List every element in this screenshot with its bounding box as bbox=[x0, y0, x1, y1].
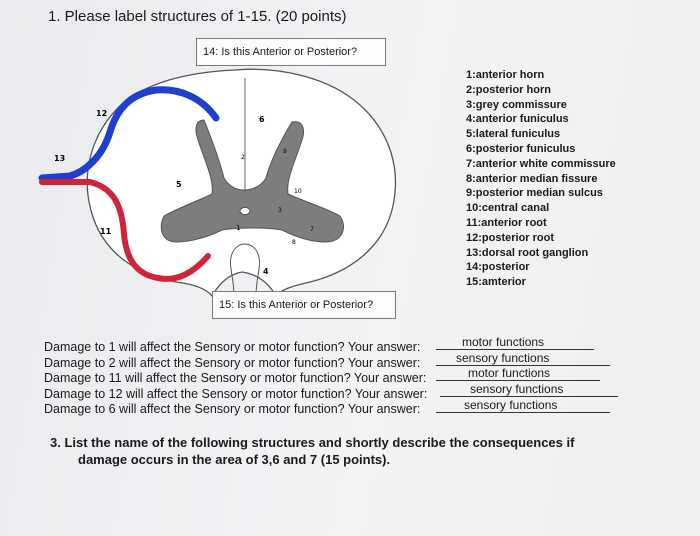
legend-item: 14:posterior bbox=[466, 261, 530, 274]
question-3: 3. List the name of the following struct… bbox=[50, 434, 574, 468]
legend-item: 15:amterior bbox=[466, 276, 526, 289]
question-15-box: 15: Is this Anterior or Posterior? bbox=[212, 291, 396, 319]
label-10: 10 bbox=[294, 188, 302, 195]
answer-underline bbox=[436, 380, 600, 381]
legend-item: 8:anterior median fissure bbox=[466, 172, 598, 185]
label-7: 7 bbox=[310, 226, 314, 233]
grey-matter bbox=[160, 119, 344, 243]
legend-item: 6:posterior funiculus bbox=[466, 142, 576, 155]
answer-underline bbox=[436, 412, 610, 413]
answer-underline bbox=[440, 396, 618, 397]
answer-text: motor functions bbox=[462, 335, 545, 349]
legend-item: 13:dorsal root ganglion bbox=[466, 246, 589, 259]
answer-field[interactable]: sensory functions bbox=[436, 351, 612, 367]
answer-text: sensory functions bbox=[464, 398, 558, 412]
anterior-root bbox=[39, 179, 211, 282]
answer-field[interactable]: sensory functions bbox=[436, 398, 612, 414]
legend-item: 5:lateral funiculus bbox=[466, 128, 561, 141]
question-3-line-1: 3. List the name of the following struct… bbox=[50, 435, 575, 450]
legend-item: 7:anterior white commissure bbox=[466, 157, 616, 170]
legend-item: 10:central canal bbox=[466, 202, 550, 215]
label-13: 13 bbox=[54, 154, 65, 163]
question-line: Damage to 6 will affect the Sensory or m… bbox=[44, 402, 421, 417]
anterior-median-fissure bbox=[229, 243, 261, 297]
answer-text: sensory functions bbox=[470, 382, 564, 396]
question-14-box: 14: Is this Anterior or Posterior? bbox=[196, 38, 386, 66]
label-9: 9 bbox=[283, 148, 287, 155]
posterior-root bbox=[38, 86, 220, 182]
answer-field[interactable]: sensory functions bbox=[440, 382, 620, 398]
answer-underline bbox=[436, 365, 610, 366]
label-5: 5 bbox=[176, 180, 182, 189]
label-4: 4 bbox=[263, 267, 269, 276]
question-line: Damage to 1 will affect the Sensory or m… bbox=[44, 340, 421, 354]
question-3-line-2: damage occurs in the area of 3,6 and 7 (… bbox=[78, 452, 391, 467]
damage-questions: Damage to 1 will affect the Sensory or m… bbox=[44, 340, 427, 418]
answer-field[interactable]: motor functions bbox=[436, 335, 596, 351]
label-11: 11 bbox=[100, 227, 112, 236]
answer-text: motor functions bbox=[468, 366, 551, 380]
label-1: 1 bbox=[236, 224, 240, 232]
legend-item: 3:grey commissure bbox=[466, 98, 567, 111]
question-line: Damage to 11 will affect the Sensory or … bbox=[44, 371, 427, 386]
label-8: 8 bbox=[292, 239, 296, 246]
legend-item: 4:anterior funiculus bbox=[466, 113, 569, 126]
label-12: 12 bbox=[96, 109, 107, 118]
question-line: Damage to 2 will affect the Sensory or m… bbox=[44, 355, 421, 370]
label-6: 6 bbox=[259, 115, 265, 124]
spinal-cord-diagram: 12 13 11 6 9 2 5 10 3 1 7 8 4 bbox=[38, 68, 397, 298]
central-canal bbox=[239, 207, 251, 215]
structure-legend: 1:anterior horn 2:posterior horn 3:grey … bbox=[466, 68, 616, 290]
legend-item: 11:anterior root bbox=[466, 216, 547, 229]
legend-item: 12:posterior root bbox=[466, 231, 555, 244]
legend-item: 2:posterior horn bbox=[466, 83, 551, 96]
label-3: 3 bbox=[278, 207, 282, 214]
legend-item: 1:anterior horn bbox=[466, 69, 545, 81]
label-2: 2 bbox=[241, 154, 245, 161]
answer-underline bbox=[436, 349, 594, 350]
answer-field[interactable]: motor functions bbox=[436, 366, 602, 382]
answer-text: sensory functions bbox=[456, 351, 550, 365]
legend-item: 9:posterior median sulcus bbox=[466, 187, 603, 200]
question-1-heading: 1. Please label structures of 1-15. (20 … bbox=[48, 8, 347, 25]
question-line: Damage to 12 will affect the Sensory or … bbox=[44, 386, 428, 401]
